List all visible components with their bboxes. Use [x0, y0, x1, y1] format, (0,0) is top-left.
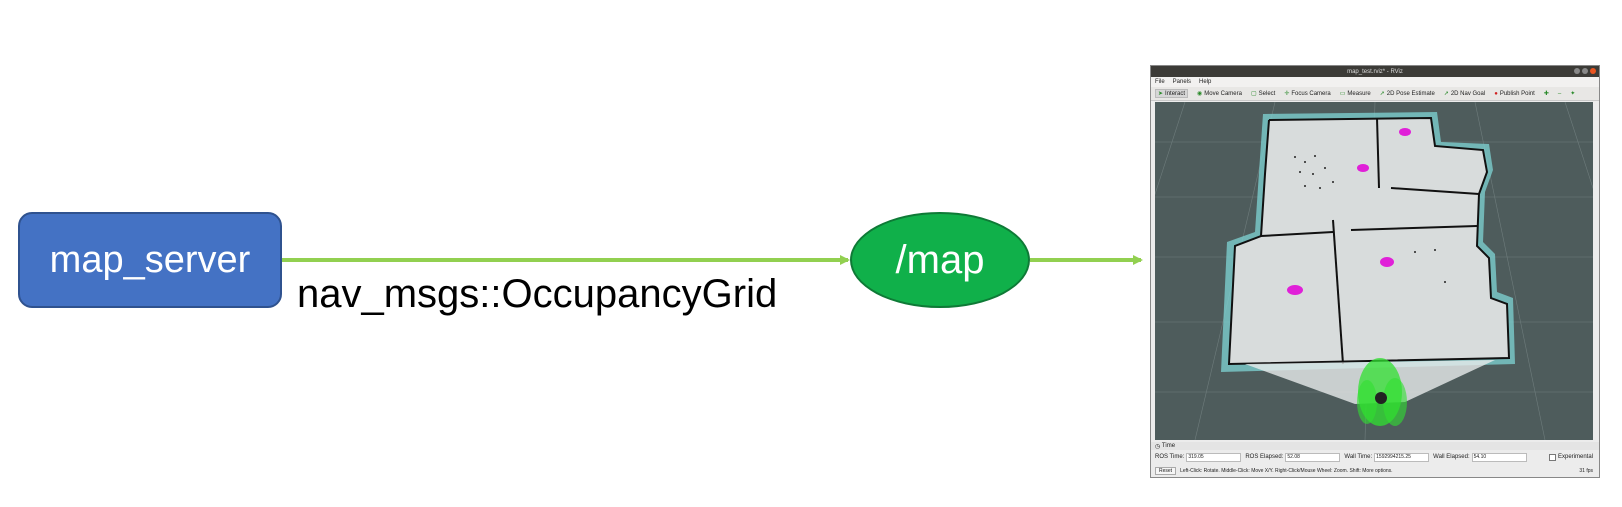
tool-2d-pose-estimate-label: 2D Pose Estimate — [1386, 90, 1435, 97]
tool-interact-label: Interact — [1165, 90, 1186, 97]
goal-arrow-icon: ➚ — [1443, 91, 1449, 97]
ros-elapsed-value: 52.08 — [1285, 452, 1341, 462]
minus-icon: – — [1557, 90, 1562, 97]
tool-2d-pose-estimate[interactable]: ➚2D Pose Estimate — [1379, 90, 1435, 98]
menu-help[interactable]: Help — [1199, 79, 1212, 85]
goal-markers — [1287, 128, 1411, 295]
select-icon: ▢ — [1250, 91, 1257, 97]
tool-2d-nav-goal[interactable]: ➚2D Nav Goal — [1443, 90, 1486, 98]
remove-tool-button[interactable]: – — [1558, 91, 1561, 97]
minimize-icon[interactable] — [1574, 68, 1580, 74]
ros-elapsed-field: ROS Elapsed: 52.08 — [1245, 452, 1341, 462]
wall-time-label: Wall Time: — [1344, 454, 1373, 460]
menu-file[interactable]: File — [1155, 79, 1165, 85]
fps-readout: 31 fps — [1579, 467, 1593, 474]
tool-interact[interactable]: ➤Interact — [1155, 89, 1189, 98]
pose-arrow-icon: ➚ — [1379, 91, 1385, 97]
experimental-label: Experimental — [1557, 454, 1593, 460]
tool-focus-camera[interactable]: ✛Focus Camera — [1284, 90, 1331, 98]
rviz-toolbar: ➤Interact ◉Move Camera ▢Select ✛Focus Ca… — [1151, 87, 1599, 101]
add-tool-button[interactable]: ✚ — [1544, 90, 1549, 97]
tool-measure[interactable]: ▭Measure — [1339, 90, 1371, 98]
map-server-node: map_server — [18, 212, 282, 308]
pin-icon: ● — [1494, 90, 1498, 97]
focus-icon: ✛ — [1284, 91, 1290, 97]
wall-time-field: Wall Time: 1592994215.25 — [1344, 452, 1430, 462]
menu-panels[interactable]: Panels — [1172, 79, 1192, 85]
tool-publish-point-label: Publish Point — [1499, 90, 1535, 97]
cursor-icon: ➤ — [1158, 91, 1164, 97]
help-text: Left-Click: Rotate. Middle-Click: Move X… — [1180, 467, 1393, 474]
rviz-menubar: File Panels Help — [1151, 77, 1599, 87]
point-cloud — [1357, 358, 1407, 426]
rviz-title: map_test.rviz* - RViz — [1347, 68, 1403, 75]
plus-icon: ✚ — [1543, 91, 1549, 97]
edge-label-message-type: nav_msgs::OccupancyGrid — [297, 272, 778, 316]
tool-measure-label: Measure — [1347, 90, 1371, 97]
experimental-toggle[interactable]: Experimental — [1548, 453, 1599, 461]
time-panel-header: ◷ Time — [1151, 442, 1599, 450]
time-panel-label: Time — [1161, 443, 1176, 449]
robot-marker — [1375, 392, 1387, 404]
tool-config-button[interactable]: ✦ — [1570, 90, 1575, 97]
tool-focus-camera-label: Focus Camera — [1291, 90, 1331, 97]
tool-move-camera[interactable]: ◉Move Camera — [1197, 90, 1242, 98]
ros-time-label: ROS Time: — [1155, 454, 1185, 460]
rviz-3d-viewport[interactable] — [1155, 102, 1593, 440]
reset-button[interactable]: Reset — [1155, 466, 1177, 475]
wall-elapsed-value: 54.10 — [1471, 452, 1527, 462]
ros-time-value: 319.05 — [1186, 452, 1242, 462]
clock-icon: ◷ — [1155, 443, 1161, 450]
tool-publish-point[interactable]: ●Publish Point — [1494, 91, 1535, 97]
map-topic-node: /map — [850, 212, 1030, 308]
tool-2d-nav-goal-label: 2D Nav Goal — [1450, 90, 1486, 97]
map-server-node-label: map_server — [49, 238, 251, 281]
occupancy-walls — [1227, 116, 1511, 366]
camera-icon: ◉ — [1197, 91, 1203, 97]
rviz-titlebar: map_test.rviz* - RViz — [1151, 66, 1599, 77]
maximize-icon[interactable] — [1582, 68, 1588, 74]
tool-select[interactable]: ▢Select — [1250, 90, 1276, 98]
help-row: Reset Left-Click: Rotate. Middle-Click: … — [1151, 465, 1599, 476]
close-icon[interactable] — [1590, 68, 1596, 74]
tool-select-label: Select — [1258, 90, 1276, 97]
occupancy-free-space — [1229, 118, 1509, 364]
wall-elapsed-field: Wall Elapsed: 54.10 — [1433, 452, 1527, 462]
wall-elapsed-label: Wall Elapsed: — [1433, 454, 1470, 460]
ros-elapsed-label: ROS Elapsed: — [1245, 454, 1284, 460]
time-fields-row: ROS Time: 319.05 ROS Elapsed: 52.08 Wall… — [1151, 451, 1599, 463]
gear-icon: ✦ — [1570, 91, 1576, 97]
ros-time-field: ROS Time: 319.05 — [1155, 452, 1242, 462]
map-topic-node-label: /map — [895, 237, 985, 282]
occupancy-obstacles — [1294, 155, 1446, 283]
experimental-checkbox[interactable] — [1548, 453, 1556, 461]
wall-time-value: 1592994215.25 — [1374, 452, 1430, 462]
rviz-window: map_test.rviz* - RViz File Panels Help ➤… — [1150, 65, 1600, 478]
ruler-icon: ▭ — [1339, 91, 1346, 97]
tool-move-camera-label: Move Camera — [1204, 90, 1242, 97]
